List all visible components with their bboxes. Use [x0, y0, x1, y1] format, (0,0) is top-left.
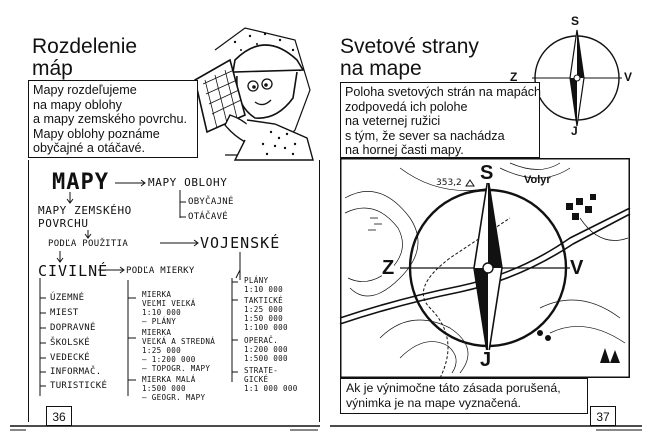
- civil-type-item: ÚZEMNÉ: [50, 293, 85, 303]
- civil-type-item: MIEST: [50, 308, 79, 318]
- scale-group-very-large: MIERKA VEĽMI VEĽKÁ 1:10 000 – PLÁNY: [142, 290, 196, 326]
- military-line: GICKÉ: [244, 375, 269, 384]
- left-ground-line: [10, 425, 320, 431]
- civil-type-item: ŠKOLSKÉ: [50, 338, 91, 348]
- scale-line: 1:10 000: [142, 308, 181, 317]
- left-page-title: Rozdelenie máp: [32, 36, 137, 80]
- by-use-node: PODĽA POUŽITIA: [48, 239, 129, 249]
- map-compass-south-label: J: [480, 349, 492, 371]
- scale-line: – GEOGR. MAPY: [142, 393, 206, 402]
- small-compass-west-label: Z: [510, 70, 518, 84]
- page-number-left: 36: [46, 406, 72, 426]
- scale-group-large-medium: MIERKA VEĽKÁ A STREDNÁ 1:25 000 – 1:200 …: [142, 328, 215, 373]
- small-compass-east-label: V: [624, 70, 633, 84]
- military-line: 1:100 000: [244, 323, 288, 332]
- military-type-tactical: TAKTICKÉ 1:25 000 1:50 000 1:100 000: [244, 296, 288, 332]
- map-elevation-label: 353,2: [436, 178, 462, 188]
- military-type-operational: OPERAČ. 1:200 000 1:500 000: [244, 336, 288, 363]
- sky-type-rotating: OTÁČAVÉ: [188, 212, 229, 222]
- intro-line: Mapy rozdeľujeme: [33, 83, 137, 97]
- civil-type-item: TURISTICKÉ: [50, 381, 108, 391]
- civil-type-item: VEDECKÉ: [50, 353, 91, 363]
- by-scale-node: PODĽA MIERKY: [126, 266, 195, 276]
- military-line: 1:500 000: [244, 354, 288, 363]
- intro-line: na mapy oblohy: [33, 97, 122, 112]
- scale-line: 1:25 000: [142, 346, 181, 355]
- map-compass-east-label: V: [570, 257, 584, 279]
- title-line: máp: [32, 57, 73, 80]
- map-types-diagram: [28, 160, 320, 422]
- intro-line: Mapy oblohy poznáme: [33, 126, 160, 141]
- left-page: Rozdelenie máp: [10, 27, 320, 431]
- military-line: OPERAČ.: [244, 336, 279, 345]
- title-line: Rozdelenie: [32, 35, 138, 58]
- scale-line: MIERKA MALÁ: [142, 375, 196, 384]
- page-number-right: 37: [590, 406, 616, 426]
- note-line: výnimka je na mape vyznačená.: [346, 395, 521, 410]
- scale-line: 1:500 000: [142, 384, 186, 393]
- military-line: PLÁNY: [244, 276, 269, 285]
- sky-maps-node: MAPY OBLOHY: [148, 176, 228, 189]
- military-line: 1:10 000: [244, 285, 283, 294]
- diagram-connectors: [39, 179, 241, 396]
- right-page: Svetové strany na mape S J Z V Poloha sv…: [326, 0, 652, 448]
- military-type-strategic: STRATE- GICKÉ 1:1 000 000: [244, 366, 298, 393]
- note-line: Ak je výnimočne táto zásada porušená,: [346, 381, 561, 395]
- intro-line: na hornej časti mapy.: [345, 143, 464, 158]
- intro-line: a mapy zemského povrchu.: [33, 112, 187, 127]
- earth-maps-node-line1: MAPY ZEMSKÉHO: [38, 204, 132, 217]
- civil-node: CIVILNÉ: [38, 262, 109, 280]
- military-type-plans: PLÁNY 1:10 000: [244, 276, 283, 294]
- intro-line: na veternej ružici: [345, 114, 441, 129]
- military-line: 1:1 000 000: [244, 384, 298, 393]
- map-village-label: Volyr: [524, 174, 551, 186]
- civil-type-item: INFORMAČ.: [50, 367, 102, 377]
- small-compass-rose-icon: [532, 29, 622, 127]
- military-line: TAKTICKÉ: [244, 296, 283, 305]
- scale-line: VEĽMI VEĽKÁ: [142, 299, 196, 308]
- intro-line: Poloha svetových strán na mapách: [345, 85, 542, 99]
- small-compass-north-label: S: [571, 14, 580, 28]
- exception-note-box: Ak je výnimočne táto zásada porušená, vý…: [340, 378, 588, 414]
- scale-line: VEĽKÁ A STREDNÁ: [142, 337, 216, 346]
- intro-text-box: Poloha svetových strán na mapách zodpove…: [340, 82, 542, 158]
- military-line: 1:25 000: [244, 305, 283, 314]
- map-compass-west-label: Z: [382, 257, 395, 279]
- right-page-title: Svetové strany na mape: [340, 36, 479, 80]
- title-line: Svetové strany: [340, 35, 479, 58]
- diagram-root: MAPY: [52, 170, 109, 195]
- civil-type-item: DOPRAVNÉ: [50, 323, 96, 333]
- scale-line: – TOPOGR. MAPY: [142, 364, 211, 373]
- scale-line: MIERKA: [142, 290, 172, 299]
- scale-line: – PLÁNY: [142, 317, 177, 326]
- sky-type-ordinary: OBYČAJNÉ: [188, 197, 234, 207]
- intro-line: s tým, že sever sa nachádza: [345, 128, 505, 143]
- scale-line: – 1:200 000: [142, 355, 196, 364]
- military-node: VOJENSKÉ: [200, 234, 281, 252]
- military-line: 1:50 000: [244, 314, 283, 323]
- scale-line: MIERKA: [142, 328, 172, 337]
- map-compass-north-label: S: [480, 162, 494, 184]
- intro-text-box: Mapy rozdeľujeme na mapy oblohy a mapy z…: [28, 80, 198, 158]
- intro-line: obyčajné a otáčavé.: [33, 141, 146, 156]
- boy-with-map-illustration: [194, 27, 314, 161]
- military-line: 1:200 000: [244, 345, 288, 354]
- title-line: na mape: [340, 57, 422, 80]
- small-compass-south-label: J: [571, 124, 578, 138]
- scale-group-small: MIERKA MALÁ 1:500 000 – GEOGR. MAPY: [142, 375, 205, 402]
- intro-line: zodpovedá ich polohe: [345, 99, 468, 114]
- military-line: STRATE-: [244, 366, 279, 375]
- right-ground-line: [330, 425, 642, 431]
- earth-maps-node-line2: POVRCHU: [38, 217, 89, 230]
